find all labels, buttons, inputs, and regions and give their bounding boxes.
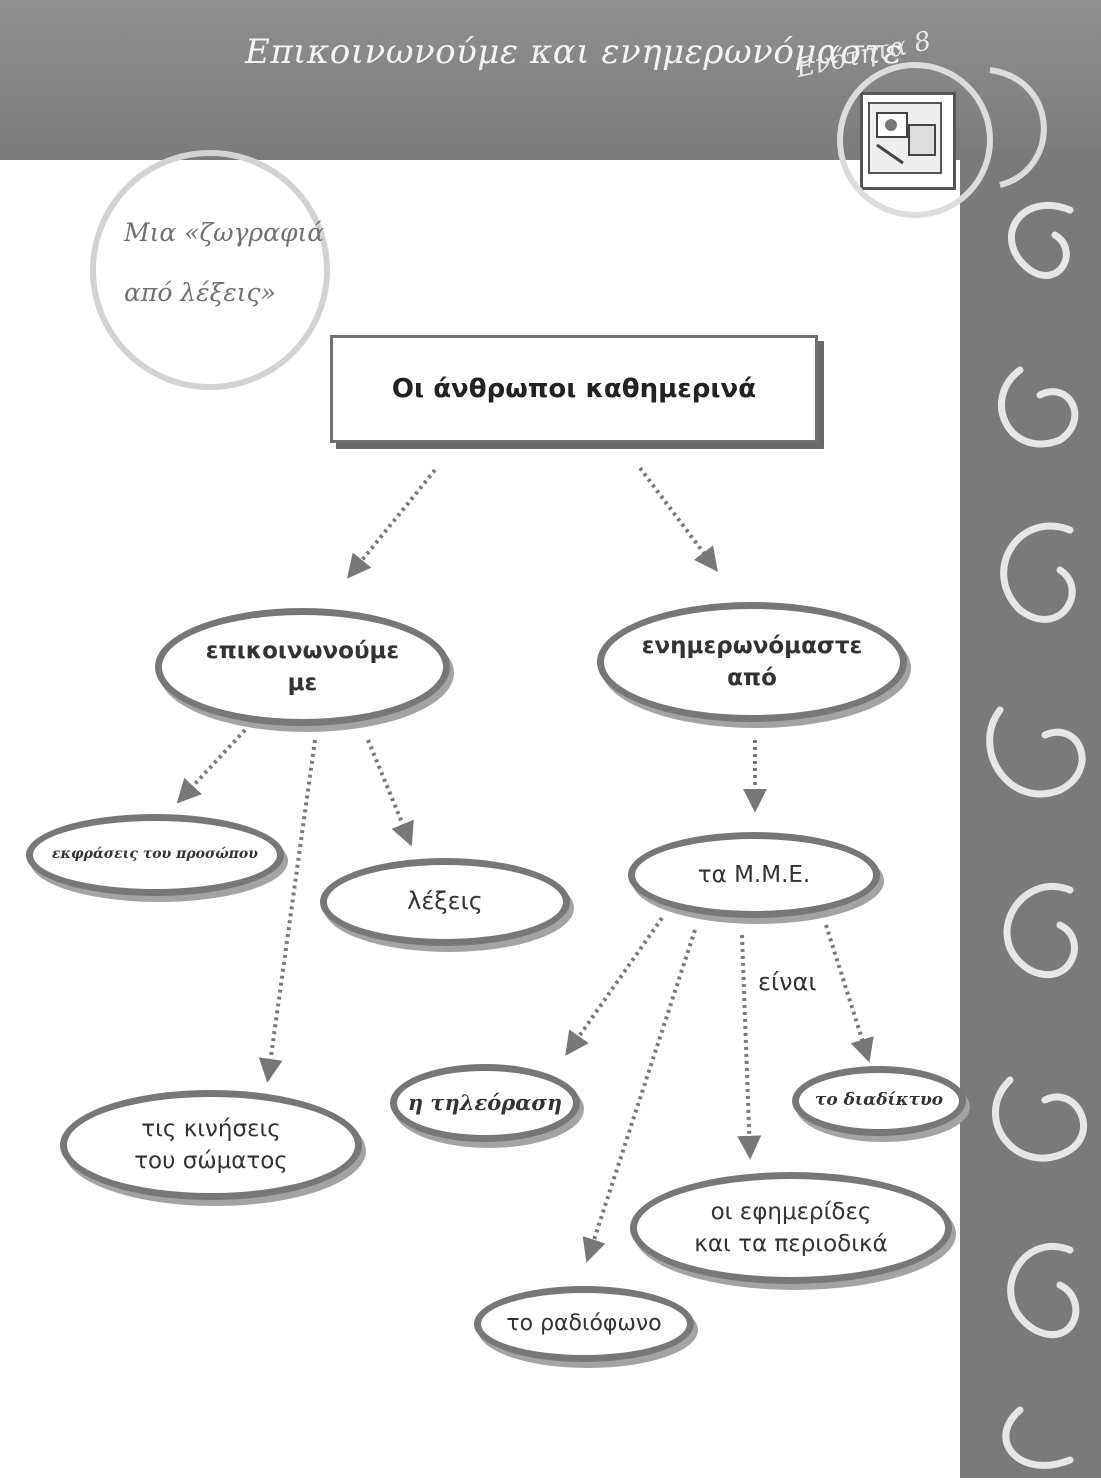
node-words: λέξεις [320, 858, 570, 946]
arrow-communicate-words [366, 739, 414, 847]
edge-label-media: είναι [758, 968, 817, 996]
arrow-media-internet [824, 924, 874, 1063]
badge-line-1: Μια «ζωγραφιά [124, 218, 325, 247]
section-badge [90, 150, 330, 390]
node-communicate-line-1: επικοινωνούμε [205, 637, 400, 664]
decorative-band [960, 150, 1101, 1478]
node-newspapers-line-1: οι εφημερίδες [710, 1198, 872, 1225]
node-movements-line-2: του σώματος [134, 1148, 288, 1174]
node-newspapers-line-2: και τα περιοδικά [694, 1231, 888, 1257]
node-radio: το ραδιόφωνο [474, 1286, 694, 1362]
arrow-media-tv [565, 916, 664, 1056]
arrow-media-radio [582, 929, 697, 1263]
arrow-media-newspapers [737, 934, 762, 1160]
arrow-communicate-movements [258, 739, 317, 1083]
node-internet: το διαδίκτυο [792, 1066, 966, 1136]
node-communicate-line-2: με [287, 670, 318, 696]
badge-line-2: από λέξεις» [124, 278, 276, 307]
node-expressions: εκφράσεις του προσώπου [26, 814, 284, 896]
node-tv: η τηλεόραση [390, 1064, 580, 1142]
arrow-root-inform [638, 466, 718, 572]
node-media: τα Μ.Μ.Ε. [628, 832, 880, 918]
arrow-root-communicate [346, 468, 437, 579]
node-movements-line-1: τις κινήσεις [141, 1115, 281, 1142]
root-node: Οι άνθρωποι καθημερινά [330, 335, 818, 443]
node-inform-line-2: από [727, 665, 777, 691]
node-inform-line-1: ενημερωνόμαστε [641, 632, 863, 659]
node-communicate: επικοινωνούμε με [155, 608, 450, 726]
unit-picture-icon [860, 92, 956, 190]
node-movements: τις κινήσεις του σώματος [60, 1090, 362, 1200]
chapter-title: Επικοινωνούμε και ενημερωνόμαστε [245, 32, 903, 72]
arrow-communicate-expressions [176, 728, 247, 804]
node-newspapers: οι εφημερίδες και τα περιοδικά [630, 1172, 952, 1284]
node-inform: ενημερωνόμαστε από [597, 602, 907, 722]
